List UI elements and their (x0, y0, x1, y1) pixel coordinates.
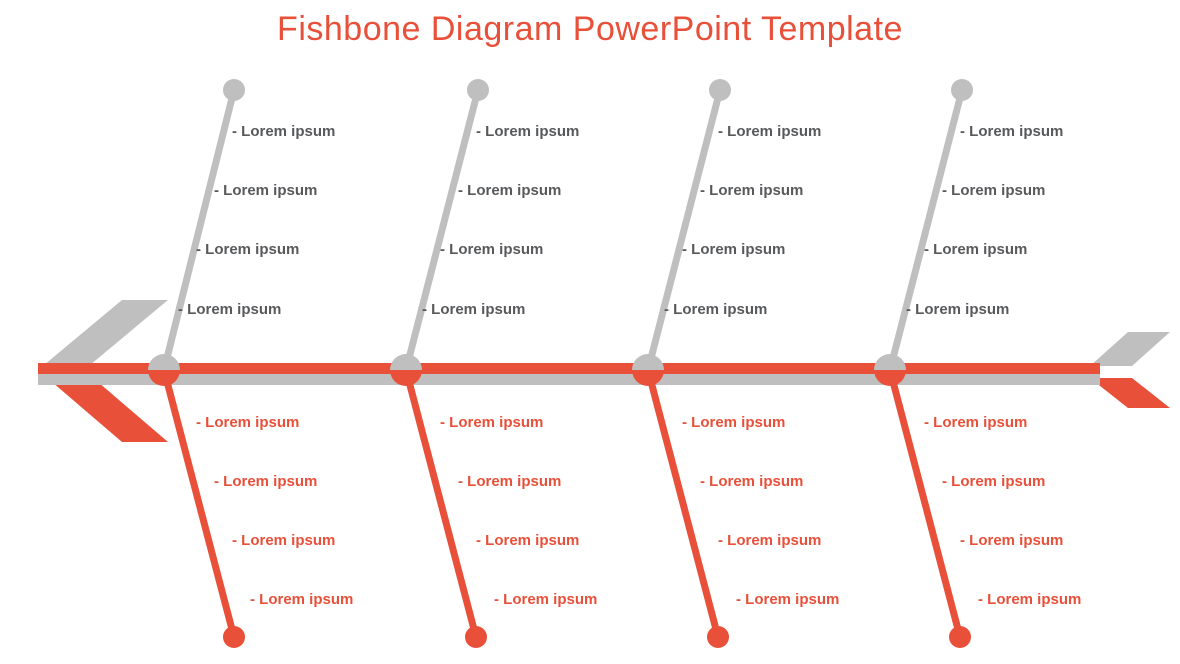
branch-4-lower-endpoint[interactable] (949, 626, 971, 648)
branch-3-lower-label-4[interactable]: - Lorem ipsum (736, 591, 840, 608)
branch-1-node-upper-half[interactable] (148, 354, 180, 386)
branch-4-lower-label-1[interactable]: - Lorem ipsum (924, 414, 1028, 431)
branch-4 (874, 79, 973, 648)
branch-1-lower-endpoint[interactable] (223, 626, 245, 648)
branch-1-upper-label-2[interactable]: - Lorem ipsum (214, 182, 318, 199)
branch-4-lower-bone[interactable] (886, 366, 964, 641)
fish-head-lower-half (38, 370, 232, 442)
branch-4-lower-label-2[interactable]: - Lorem ipsum (942, 473, 1046, 490)
branch-4-upper-label-4[interactable]: - Lorem ipsum (906, 301, 1010, 318)
branch-2-node-lower-half[interactable] (390, 354, 422, 386)
branch-1-upper-bone[interactable] (160, 86, 238, 374)
spine-red-bar (38, 363, 1100, 374)
branch-4-lower-label-4[interactable]: - Lorem ipsum (978, 591, 1082, 608)
branch-2-lower-label-1[interactable]: - Lorem ipsum (440, 414, 544, 431)
branch-1-upper-label-3[interactable]: - Lorem ipsum (196, 241, 300, 258)
branch-3-upper-bone[interactable] (644, 86, 724, 374)
branch-4-upper-label-1[interactable]: - Lorem ipsum (960, 123, 1064, 140)
branch-2-lower-label-2[interactable]: - Lorem ipsum (458, 473, 562, 490)
branch-2-upper-label-4[interactable]: - Lorem ipsum (422, 301, 526, 318)
fish-tail-upper-half (1090, 332, 1170, 366)
fish-tail (1090, 332, 1170, 408)
branch-3-upper-label-4[interactable]: - Lorem ipsum (664, 301, 768, 318)
branch-2-upper-label-2[interactable]: - Lorem ipsum (458, 182, 562, 199)
branch-1-upper-label-4[interactable]: - Lorem ipsum (178, 301, 282, 318)
branch-1-node-lower-half[interactable] (148, 354, 180, 386)
branch-3-upper-label-2[interactable]: - Lorem ipsum (700, 182, 804, 199)
branch-1-lower-label-1[interactable]: - Lorem ipsum (196, 414, 300, 431)
branch-3-lower-bone[interactable] (644, 366, 722, 641)
branch-2-lower-label-3[interactable]: - Lorem ipsum (476, 532, 580, 549)
page-title: Fishbone Diagram PowerPoint Template (277, 10, 903, 48)
branch-4-node-upper-half[interactable] (874, 354, 906, 386)
branch-3-node-upper-half[interactable] (632, 354, 664, 386)
fish-head-arrow (38, 300, 232, 442)
branch-3-lower-label-1[interactable]: - Lorem ipsum (682, 414, 786, 431)
branch-4-upper-bone[interactable] (886, 86, 966, 374)
branch-3-upper-label-3[interactable]: - Lorem ipsum (682, 241, 786, 258)
fish-head-upper-half (38, 300, 232, 370)
branch-2-lower-label-4[interactable]: - Lorem ipsum (494, 591, 598, 608)
branch-4-node-lower-half[interactable] (874, 354, 906, 386)
branch-3-lower-label-2[interactable]: - Lorem ipsum (700, 473, 804, 490)
branch-2-upper-label-1[interactable]: - Lorem ipsum (476, 123, 580, 140)
branch-4-upper-label-3[interactable]: - Lorem ipsum (924, 241, 1028, 258)
branch-3-upper-label-1[interactable]: - Lorem ipsum (718, 123, 822, 140)
branch-4-upper-label-2[interactable]: - Lorem ipsum (942, 182, 1046, 199)
branch-1-lower-label-2[interactable]: - Lorem ipsum (214, 473, 318, 490)
branch-1-upper-label-1[interactable]: - Lorem ipsum (232, 123, 336, 140)
branch-2-lower-bone[interactable] (402, 366, 480, 641)
branch-3 (632, 79, 731, 648)
branch-2-lower-endpoint[interactable] (465, 626, 487, 648)
branch-4-lower-label-3[interactable]: - Lorem ipsum (960, 532, 1064, 549)
branch-1-lower-bone[interactable] (160, 366, 238, 641)
spine-gray-bar (38, 374, 1100, 385)
branch-2-upper-label-3[interactable]: - Lorem ipsum (440, 241, 544, 258)
branch-3-upper-endpoint[interactable] (709, 79, 731, 101)
branch-2-node-upper-half[interactable] (390, 354, 422, 386)
fish-tail-lower-half (1090, 378, 1170, 408)
fishbone-spine (38, 363, 1100, 385)
branch-2-upper-endpoint[interactable] (467, 79, 489, 101)
branch-2-upper-bone[interactable] (402, 86, 482, 374)
branch-layer (148, 79, 973, 648)
branch-1 (148, 79, 245, 648)
branch-3-lower-label-3[interactable]: - Lorem ipsum (718, 532, 822, 549)
branch-3-node-lower-half[interactable] (632, 354, 664, 386)
branch-2 (390, 79, 489, 648)
branch-3-lower-endpoint[interactable] (707, 626, 729, 648)
branch-1-lower-label-4[interactable]: - Lorem ipsum (250, 591, 354, 608)
branch-4-upper-endpoint[interactable] (951, 79, 973, 101)
branch-1-lower-label-3[interactable]: - Lorem ipsum (232, 532, 336, 549)
branch-1-upper-endpoint[interactable] (223, 79, 245, 101)
